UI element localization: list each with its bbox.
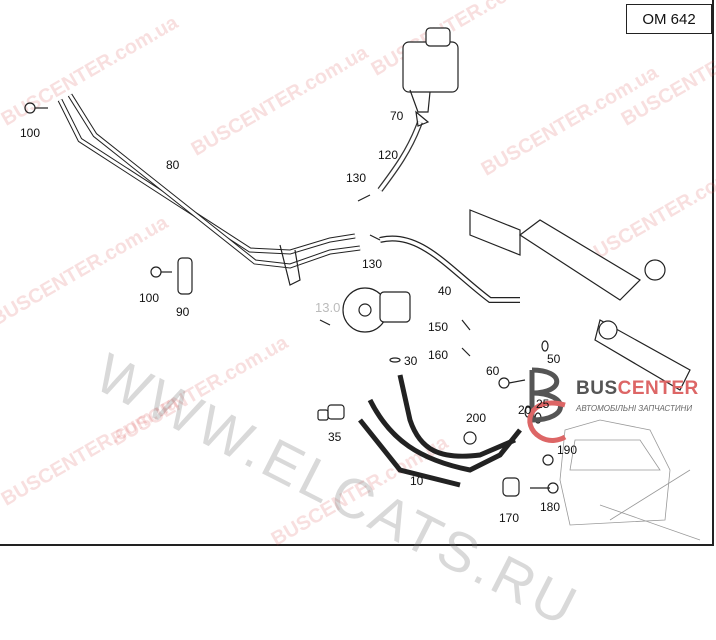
part-label-80[interactable]: 80 xyxy=(166,158,180,172)
part-label-130[interactable]: 130 xyxy=(346,171,367,185)
part-label-100[interactable]: 100 xyxy=(20,126,41,140)
part-label-50[interactable]: 50 xyxy=(547,352,561,366)
part-label-70[interactable]: 70 xyxy=(390,109,404,123)
logo-name-b: CENTER xyxy=(617,378,699,399)
part-label-60[interactable]: 60 xyxy=(486,364,500,378)
return-line-10 xyxy=(358,374,522,488)
power-steering-pump xyxy=(342,287,411,333)
logo-name-a: BUS xyxy=(576,378,618,399)
part-label-10[interactable]: 10 xyxy=(410,474,424,488)
part-label-150[interactable]: 150 xyxy=(428,320,449,334)
buscenter-logo xyxy=(520,365,580,450)
steering-rack xyxy=(469,209,691,391)
small-parts xyxy=(24,102,559,497)
part-label-130[interactable]: 130 xyxy=(362,257,383,271)
part-label-35[interactable]: 35 xyxy=(328,430,342,444)
part-label-190[interactable]: 190 xyxy=(557,443,578,457)
partial-text: 13.0 xyxy=(315,300,341,315)
van-sketch xyxy=(559,419,701,541)
diagram-frame xyxy=(0,0,714,546)
pressure-line-80 xyxy=(57,93,361,286)
part-label-120[interactable]: 120 xyxy=(378,148,399,162)
part-label-170[interactable]: 170 xyxy=(499,511,520,525)
logo-subtitle: АВТОМОБІЛЬНІ ЗАПЧАСТИНИ xyxy=(576,404,693,413)
parts-drawing xyxy=(24,27,701,541)
part-label-20[interactable]: 20 xyxy=(518,403,532,417)
part-label-160[interactable]: 160 xyxy=(428,348,449,362)
part-label-200[interactable]: 200 xyxy=(466,411,487,425)
part-label-30[interactable]: 30 xyxy=(404,354,418,368)
part-label-25[interactable]: 25 xyxy=(536,397,550,411)
part-label-100[interactable]: 100 xyxy=(139,291,160,305)
part-label-40[interactable]: 40 xyxy=(438,284,452,298)
part-label-180[interactable]: 180 xyxy=(540,500,561,514)
engine-code-box: OM 642 xyxy=(626,4,712,34)
reservoir xyxy=(402,27,459,113)
part-label-90[interactable]: 90 xyxy=(176,305,190,319)
logo-name: BUSCENTER xyxy=(576,378,699,400)
